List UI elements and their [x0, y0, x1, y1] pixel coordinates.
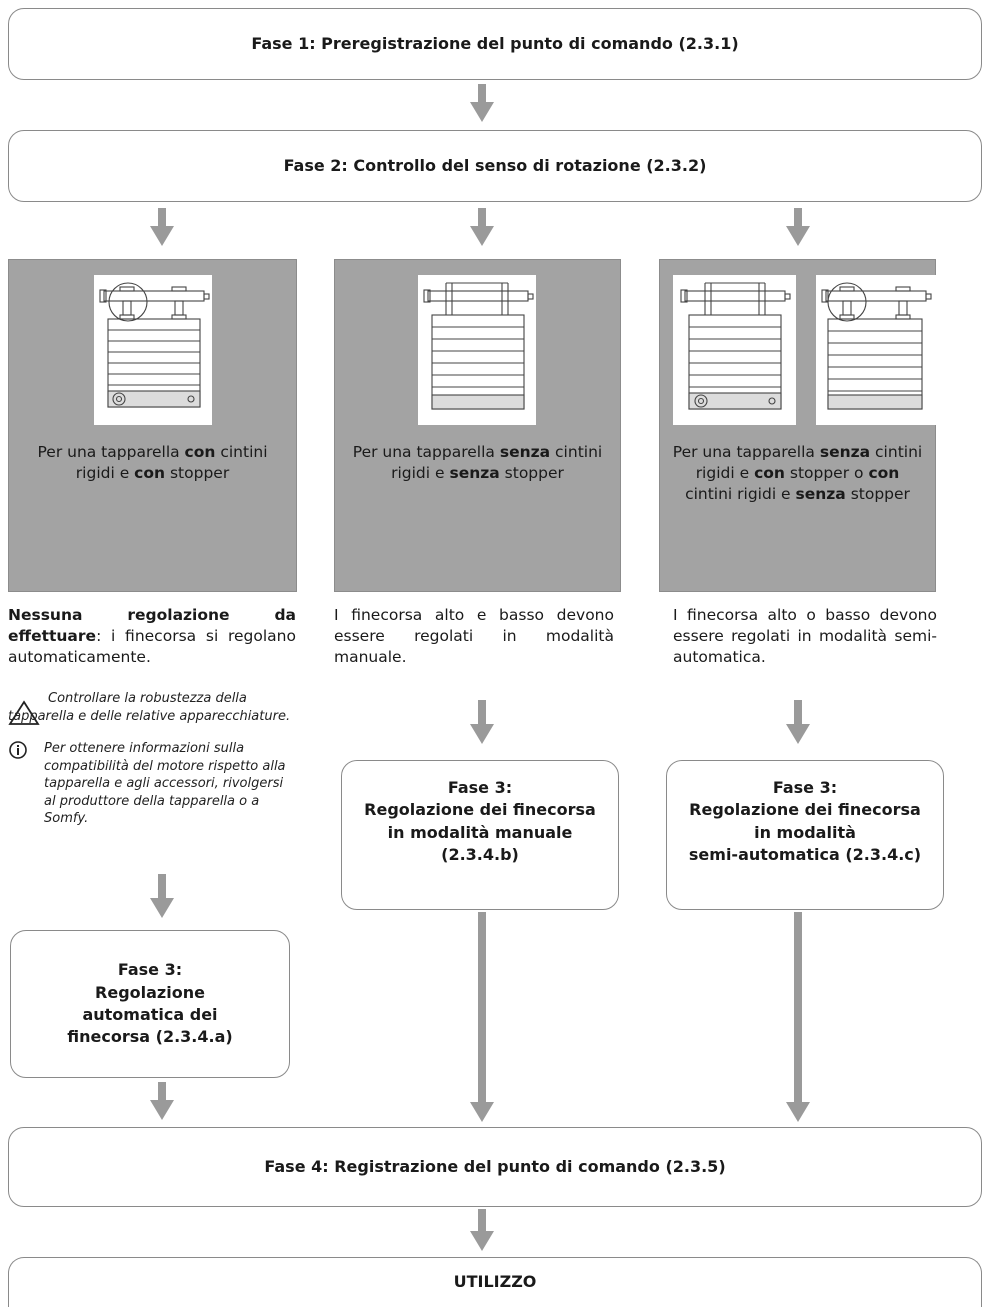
- col1-panel: Per una tapparella con cintini rigidi e …: [8, 259, 297, 592]
- col1-caption: Per una tapparella con cintini rigidi e …: [19, 442, 286, 484]
- caption-text: cintini rigidi e: [685, 484, 796, 503]
- caption-text: cintini rigidi e: [695, 443, 923, 482]
- phase2-box: Fase 2: Controllo del senso di rotazione…: [8, 130, 982, 202]
- info-note: Per ottenere informazioni sulla compatib…: [44, 740, 296, 828]
- warning-triangle-icon: [8, 700, 40, 725]
- phase3c-line2: in modalità: [754, 822, 856, 842]
- caption-bold: con: [754, 463, 785, 482]
- description-text: : i finecorsa si regolano automaticament…: [8, 626, 296, 666]
- phase3c-line1: Regolazione dei finecorsa: [689, 800, 921, 820]
- col2-panel: Per una tapparella senza cintini rigidi …: [334, 259, 621, 592]
- col1-description: Nessuna regolazione da effettuare: i fin…: [8, 605, 296, 668]
- col2-caption: Per una tapparella senza cintini rigidi …: [345, 442, 610, 484]
- arrow-down-icon: [470, 208, 494, 246]
- roller-shutter-illustration: [673, 275, 796, 425]
- phase3b-box: Fase 3: Regolazione dei finecorsa in mod…: [341, 760, 619, 910]
- arrow-down-icon: [786, 700, 810, 744]
- info-icon: [9, 741, 27, 759]
- caption-bold: con: [184, 443, 216, 461]
- arrow-down-icon: [786, 912, 810, 1122]
- phase1-label: Fase 1: Preregistrazione del punto di co…: [251, 33, 739, 53]
- phase1-box: Fase 1: Preregistrazione del punto di co…: [8, 8, 982, 80]
- description-text: I finecorsa alto o basso devono essere r…: [673, 606, 937, 666]
- caption-bold: senza: [795, 484, 846, 503]
- arrow-down-icon: [470, 700, 494, 744]
- col2-description: I finecorsa alto e basso devono essere r…: [334, 605, 614, 668]
- phase3a-box: Fase 3: Regolazione automatica dei finec…: [10, 930, 290, 1078]
- phase3a-body: Regolazione automatica dei finecorsa (2.…: [67, 982, 233, 1047]
- roller-shutter-illustration: [418, 275, 536, 425]
- col3-panel: Per una tapparella senza cintini rigidi …: [659, 259, 937, 592]
- caption-text: Per una tapparella: [672, 443, 820, 461]
- arrow-down-icon: [150, 208, 174, 246]
- warning-note: Controllare la robustezza della tapparel…: [8, 690, 296, 725]
- phase4-label: Fase 4: Registrazione del punto di coman…: [264, 1156, 726, 1176]
- warning-note-text: Controllare la robustezza della tapparel…: [8, 691, 291, 724]
- caption-bold: con: [134, 463, 166, 482]
- roller-shutter-illustration: [816, 275, 937, 425]
- caption-text: Per una tapparella: [37, 443, 185, 461]
- caption-text: Per una tapparella: [352, 443, 500, 461]
- col3-caption: Per una tapparella senza cintini rigidi …: [670, 442, 925, 505]
- caption-text: stopper: [499, 463, 564, 482]
- phase3c-title: Fase 3:: [772, 778, 838, 797]
- caption-bold: con: [868, 463, 900, 482]
- phase4-box: Fase 4: Registrazione del punto di coman…: [8, 1127, 982, 1207]
- caption-bold: senza: [449, 463, 500, 482]
- phase3a-title: Fase 3:: [117, 960, 183, 980]
- description-text: I finecorsa alto e basso devono essere r…: [334, 606, 614, 666]
- caption-text: stopper o: [784, 463, 869, 482]
- info-note-text: Per ottenere informazioni sulla compatib…: [44, 741, 286, 827]
- arrow-down-icon: [150, 1082, 174, 1120]
- arrow-down-icon: [470, 84, 494, 122]
- caption-text: cintini rigidi e: [75, 443, 268, 482]
- description-bold: Nessuna regolazione da effettuare: [8, 606, 296, 645]
- phase2-label: Fase 2: Controllo del senso di rotazione…: [283, 155, 707, 175]
- final-label: UTILIZZO: [453, 1272, 537, 1292]
- arrow-down-icon: [470, 1209, 494, 1251]
- caption-bold: senza: [499, 443, 551, 461]
- caption-text: cintini rigidi e: [391, 443, 603, 482]
- arrow-down-icon: [150, 874, 174, 918]
- phase3b-title: Fase 3:: [447, 778, 513, 797]
- caption-bold: senza: [819, 443, 871, 461]
- arrow-down-icon: [786, 208, 810, 246]
- phase3c-box: Fase 3: Regolazione dei finecorsa in mod…: [666, 760, 944, 910]
- caption-text: stopper: [845, 484, 910, 503]
- col3-description: I finecorsa alto o basso devono essere r…: [673, 605, 937, 668]
- phase3b-body: Regolazione dei finecorsa in modalità ma…: [364, 800, 596, 865]
- phase3c-line3: semi-automatica (2.3.4.c): [688, 845, 922, 865]
- caption-text: stopper: [165, 463, 230, 482]
- arrow-down-icon: [470, 912, 494, 1122]
- final-box: UTILIZZO: [8, 1257, 982, 1307]
- roller-shutter-illustration: [94, 275, 212, 425]
